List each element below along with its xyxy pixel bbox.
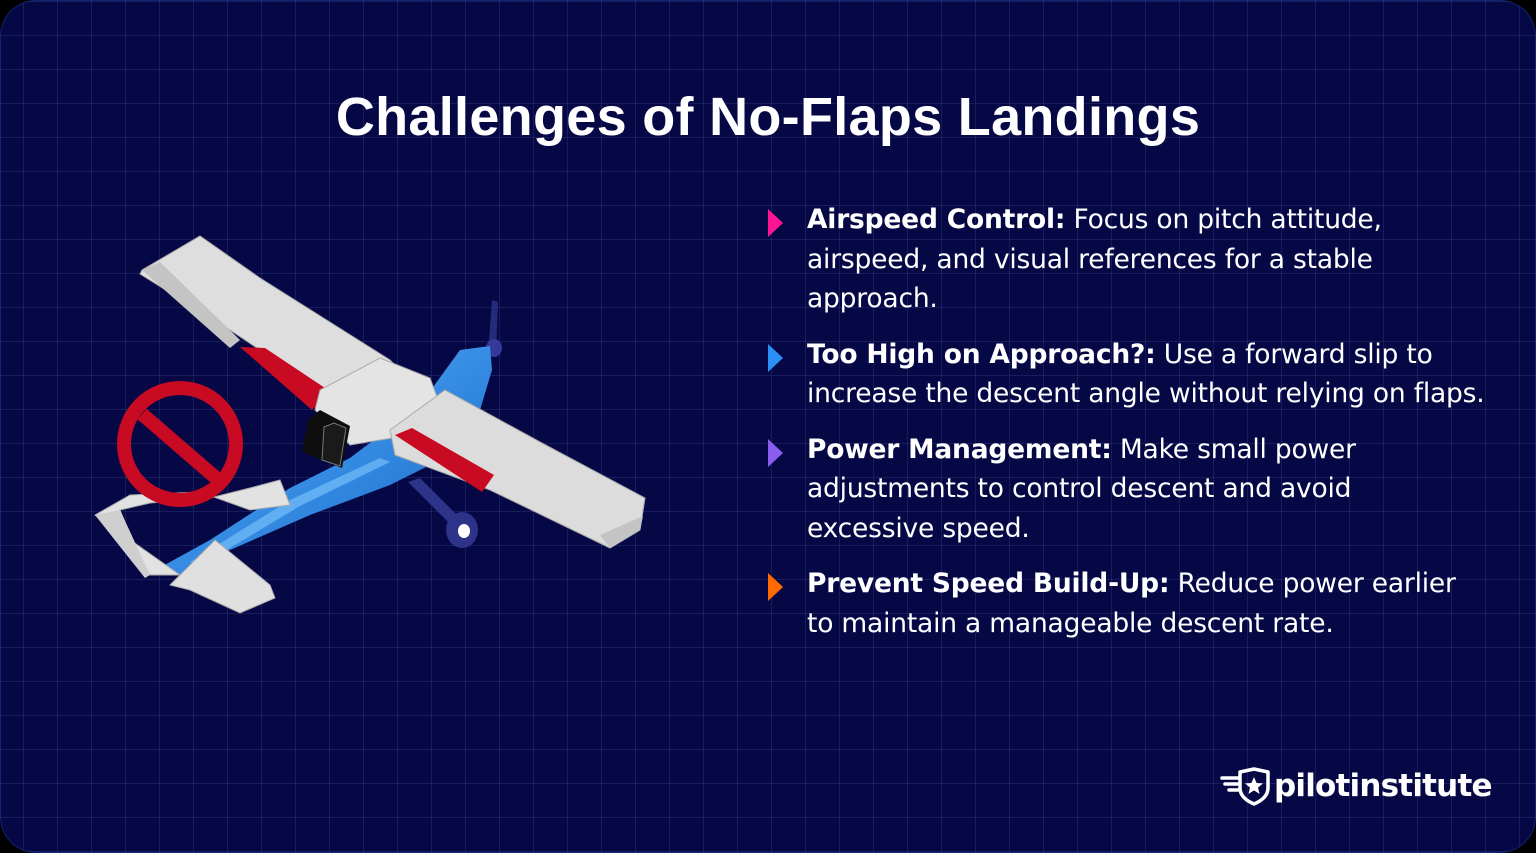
- brand-logo: pilotinstitute: [1220, 764, 1492, 808]
- item-text: Focus on pitch attitude, airspeed, and v…: [807, 204, 1382, 314]
- item-label: Airspeed Control:: [807, 204, 1066, 235]
- challenges-list: Airspeed Control: Focus on pitch attitud…: [766, 200, 1486, 659]
- item-label: Prevent Speed Build-Up:: [807, 568, 1170, 599]
- list-item-too-high: Too High on Approach?: Use a forward sli…: [766, 335, 1486, 414]
- bullet-arrow-icon: [768, 573, 783, 601]
- item-text: Reduce power earlier to maintain a manag…: [807, 568, 1456, 639]
- bullet-arrow-icon: [768, 343, 783, 372]
- no-symbol-icon: [117, 381, 243, 507]
- item-label: Too High on Approach?:: [807, 338, 1156, 370]
- list-item-power-management: Power Management: Make small power adjus…: [766, 430, 1486, 549]
- item-text: Make small power adjustments to control …: [807, 433, 1356, 544]
- airplane-icon: [94, 235, 646, 614]
- list-item-airspeed-control: Airspeed Control: Focus on pitch attitud…: [766, 200, 1486, 319]
- item-label: Power Management:: [807, 433, 1112, 465]
- page-title: Challenges of No-Flaps Landings: [335, 87, 1201, 148]
- airplane-illustration: [90, 230, 690, 630]
- bullet-arrow-icon: [768, 438, 783, 467]
- item-text: Use a forward slip to increase the desce…: [807, 338, 1485, 410]
- bullet-arrow-icon: [768, 209, 783, 237]
- winged-shield-star-icon: [1220, 767, 1270, 806]
- brand-name: pilotinstitute: [1274, 768, 1492, 804]
- list-item-prevent-speed: Prevent Speed Build-Up: Reduce power ear…: [766, 564, 1486, 643]
